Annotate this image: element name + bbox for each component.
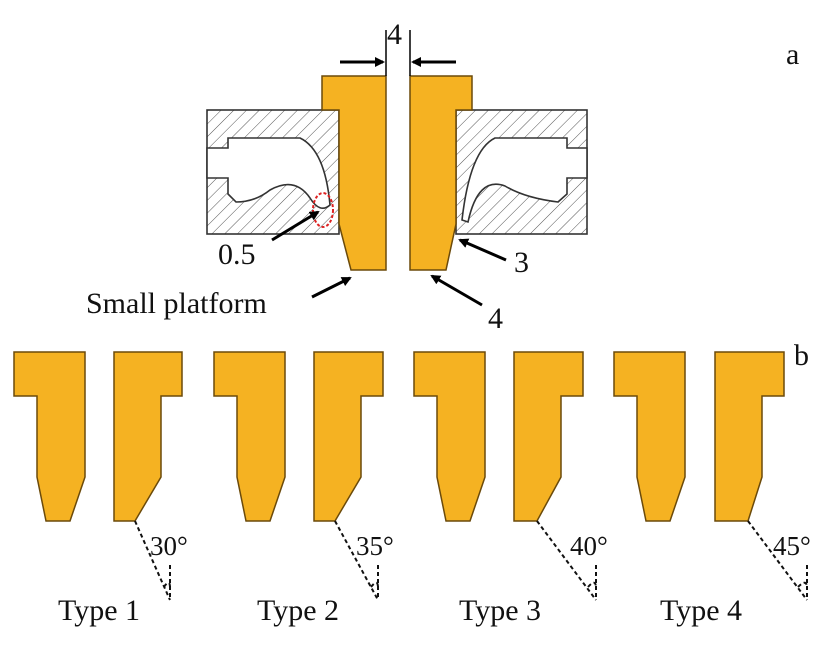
type-2-group: 35° Type 2: [213, 351, 394, 627]
type-3-angle-arc: [587, 581, 597, 589]
callout-3-arrow: [458, 238, 507, 262]
right-blade: [409, 75, 473, 271]
type-4-left-blade: [613, 351, 686, 522]
type-3-angle-line: [536, 520, 597, 601]
type-2-angle-line: [334, 520, 379, 601]
panel-b-label: b: [794, 339, 809, 372]
type-3-group: 40° Type 3: [413, 351, 608, 627]
type-3-left-blade: [413, 351, 486, 522]
left-housing: [206, 109, 340, 235]
type-2-right-blade: [313, 351, 384, 522]
right-housing: [455, 109, 588, 235]
type-1-group: 30° Type 1: [13, 351, 188, 627]
gap-value: 4: [387, 18, 402, 51]
edge-highlight: [312, 192, 334, 228]
edge-arrow: [271, 210, 320, 242]
edge-label: 0.5: [218, 238, 256, 271]
panel-a: a 4 0.5 Small platform 3: [86, 18, 799, 335]
type-3-angle: 40°: [570, 531, 608, 561]
type-3-right-blade: [513, 351, 584, 522]
type-4-angle-arc: [797, 581, 808, 589]
type-1-angle: 30°: [150, 531, 188, 561]
type-2-label: Type 2: [257, 594, 339, 627]
type-1-angle-arc: [163, 581, 171, 589]
callout-4-arrow: [430, 274, 483, 307]
type-2-angle-arc: [370, 581, 379, 589]
type-4-angle-line: [747, 520, 808, 601]
platform-arrow: [311, 276, 352, 299]
type-4-right-blade: [714, 351, 785, 522]
platform-label: Small platform: [86, 287, 267, 320]
type-4-angle: 45°: [773, 531, 811, 561]
type-1-left-blade: [13, 351, 86, 522]
callout-4-label: 4: [488, 302, 503, 335]
type-4-group: 45° Type 4: [613, 351, 811, 627]
type-2-angle: 35°: [356, 531, 394, 561]
left-blade: [321, 75, 387, 271]
type-1-right-blade: [113, 351, 183, 522]
type-2-left-blade: [213, 351, 286, 522]
type-1-label: Type 1: [58, 594, 140, 627]
type-3-label: Type 3: [459, 594, 541, 627]
panel-a-label: a: [786, 38, 799, 71]
gap-dimension: 4: [340, 18, 456, 76]
type-4-label: Type 4: [660, 594, 742, 627]
panel-b: b 30° Type 1 35° Type 2: [13, 339, 811, 627]
callout-3-label: 3: [514, 246, 529, 279]
